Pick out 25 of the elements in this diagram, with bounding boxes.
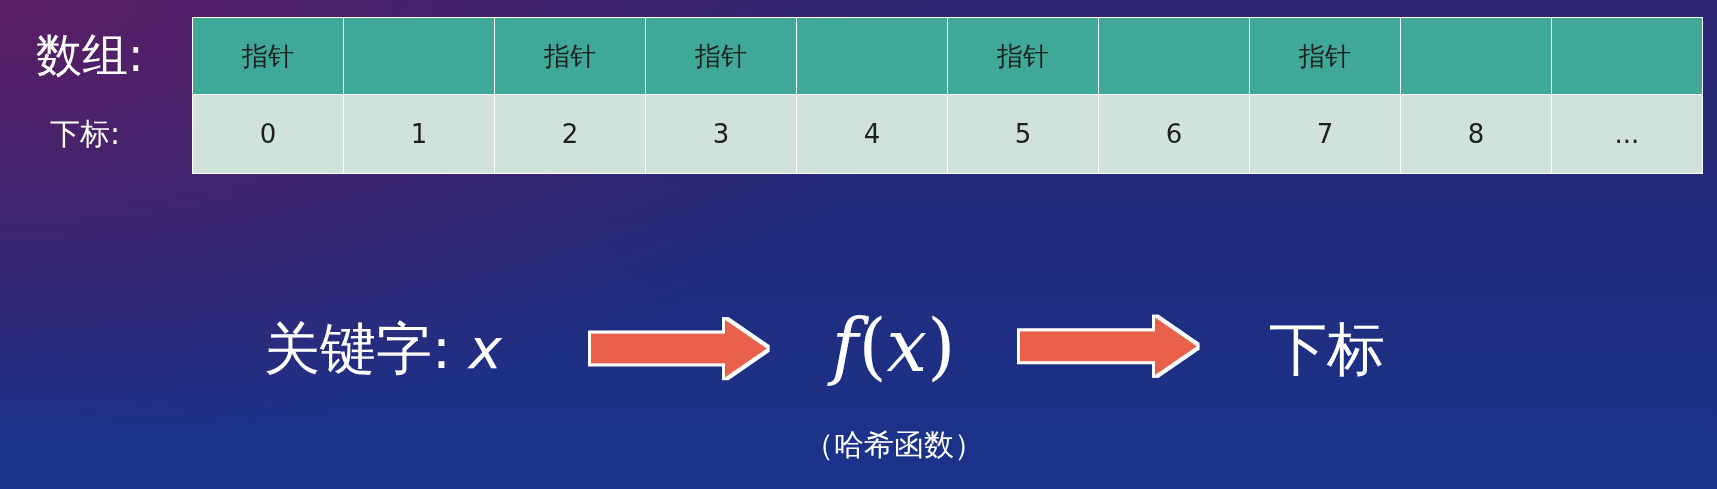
table-cell: 4 <box>796 94 948 174</box>
table-cell: 0 <box>192 94 344 174</box>
table-cell <box>1551 17 1703 95</box>
table-cell: 指针 <box>192 17 344 95</box>
row-label: 下标: <box>50 116 121 152</box>
table-cell: 6 <box>1098 94 1250 174</box>
table-cell: 8 <box>1400 94 1552 174</box>
table-cell: 3 <box>645 94 797 174</box>
table-cell: 5 <box>947 94 1099 174</box>
keyword-text: 关键字: x <box>264 315 502 383</box>
table-cell: 指针 <box>947 17 1099 95</box>
index-text: 下标 <box>1269 315 1385 385</box>
table-cell: 指针 <box>645 17 797 95</box>
table-cell <box>343 17 495 95</box>
row-label: 数组: <box>36 28 144 84</box>
caption-text: （哈希函数） <box>803 427 984 464</box>
table-cell: 指针 <box>494 17 646 95</box>
table-cell <box>1098 17 1250 95</box>
table-cell <box>796 17 948 95</box>
table-cell: ... <box>1551 94 1703 174</box>
table-cell: 7 <box>1249 94 1401 174</box>
table-cell: 指针 <box>1249 17 1401 95</box>
table-cell: 1 <box>343 94 495 174</box>
table-cell <box>1400 17 1552 95</box>
table-cell: 2 <box>494 94 646 174</box>
